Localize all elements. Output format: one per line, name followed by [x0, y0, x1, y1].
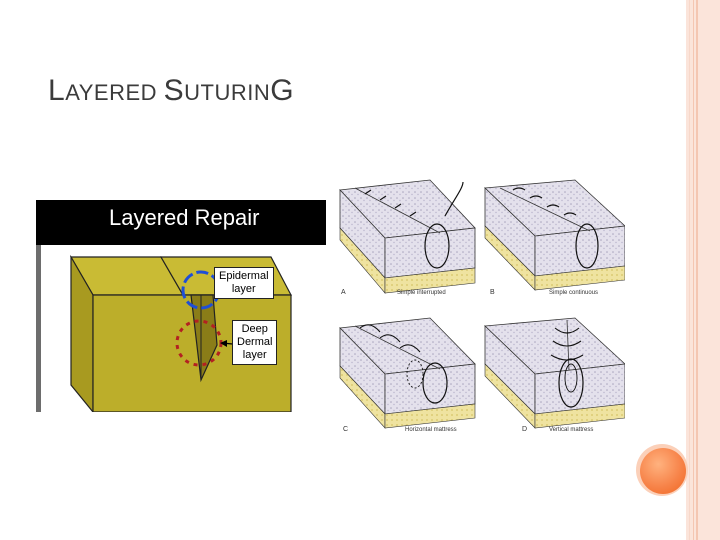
panel-letter: A: [341, 289, 346, 296]
block-d: [484, 317, 626, 429]
title-part: AYERED: [65, 80, 164, 105]
block-c: [339, 317, 476, 429]
epidermal-layer-label: Epidermal layer: [214, 267, 274, 299]
panel-letter: B: [490, 289, 495, 296]
block-a: [339, 179, 476, 294]
title-part: G: [270, 74, 295, 107]
border-line: [696, 0, 698, 540]
label-line: Deep: [241, 323, 268, 335]
title-part: UTURIN: [184, 80, 271, 105]
panel-letter: D: [522, 426, 528, 433]
slide-title: LAYERED SUTURING: [48, 74, 294, 108]
panel-caption: Vertical mattress: [549, 427, 594, 433]
layered-repair-figure: Layered Repair Epidermal layer Deep Derm…: [36, 200, 326, 412]
figure-title: Layered Repair: [109, 205, 260, 230]
decorative-orb: [640, 448, 686, 494]
figure-header: Layered Repair: [36, 200, 326, 245]
suture-blocks-illustration: [339, 179, 626, 429]
label-line: layer: [231, 283, 256, 295]
suture-techniques-figure: A Simple interrupted B Simple continuous…: [335, 178, 626, 436]
label-line: Dermal: [237, 336, 273, 348]
label-line: layer: [242, 349, 267, 361]
border-line: [689, 0, 690, 540]
tissue-block-illustration: [69, 254, 292, 412]
label-line: Epidermal: [219, 270, 269, 282]
panel-caption: Horizontal mattress: [405, 427, 457, 433]
title-part: S: [163, 74, 185, 107]
block-b: [484, 179, 626, 291]
panel-caption: Simple interrupted: [397, 290, 446, 296]
border-line: [693, 0, 694, 540]
figure-side-bar: [36, 245, 41, 412]
deep-dermal-layer-label: Deep Dermal layer: [232, 320, 278, 365]
panel-caption: Simple continuous: [549, 290, 599, 296]
panel-letter: C: [343, 426, 349, 433]
title-part: L: [48, 74, 66, 107]
slide-border-right: [686, 0, 720, 540]
